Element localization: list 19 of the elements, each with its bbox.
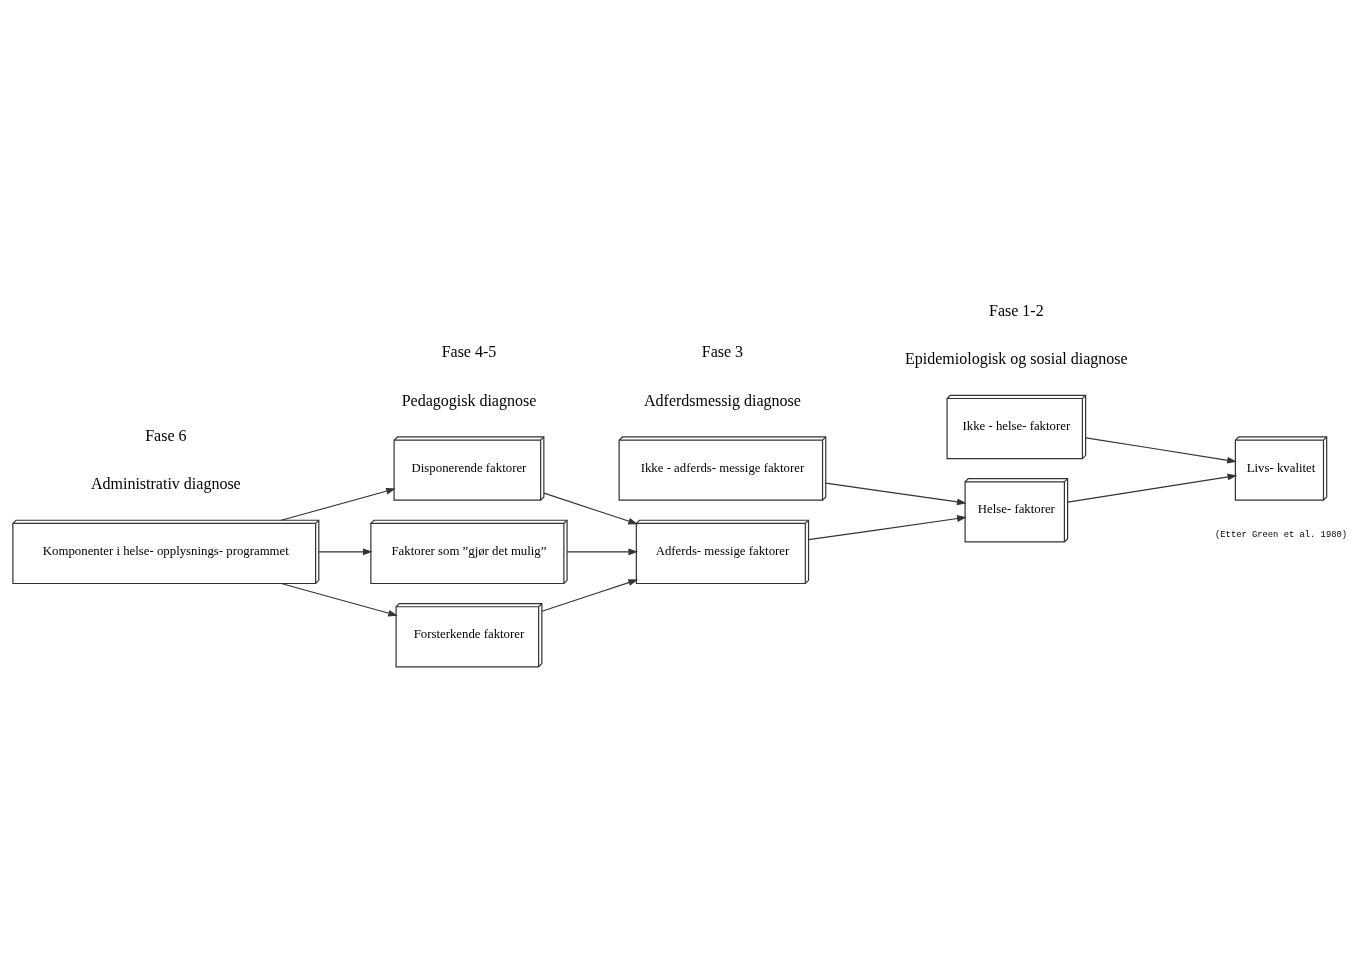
label: Fase 1-2 xyxy=(989,301,1044,319)
label: Administrativ diagnose xyxy=(90,475,241,493)
label: (Etter Green et al. 1980) xyxy=(1215,530,1348,541)
arrow xyxy=(566,548,639,556)
arrow xyxy=(541,579,639,612)
label: Pedagogisk diagnose xyxy=(401,392,537,410)
label: Fase 6 xyxy=(145,426,187,444)
arrow xyxy=(1067,473,1238,503)
label: Adferdsmessig diagnose xyxy=(644,392,801,410)
label: Fase 3 xyxy=(701,343,744,361)
arrow xyxy=(318,548,373,556)
label: Fase 4-5 xyxy=(441,343,497,361)
arrow xyxy=(825,482,967,506)
arrow xyxy=(280,582,398,617)
label: Epidemiologisk og sosial diagnose xyxy=(905,350,1128,368)
arrow xyxy=(280,487,396,521)
arrow xyxy=(807,515,967,541)
arrow xyxy=(1085,437,1237,464)
arrow xyxy=(543,492,638,525)
